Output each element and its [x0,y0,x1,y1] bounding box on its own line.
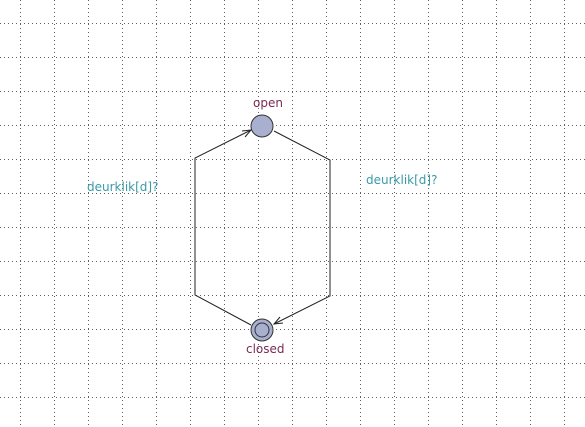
edge-open-to-closed[interactable] [273,130,331,325]
location-open[interactable]: open [250,96,283,138]
edge-closed-to-open[interactable] [194,129,252,326]
edge-open-to-closed-arrowhead [272,316,284,325]
edge-closed-to-open-arrowhead [241,129,253,138]
location-closed-name[interactable]: closed [246,342,285,356]
location-open-node[interactable] [250,114,274,138]
edge-open-to-closed-sync-label[interactable]: deurklik[d]? [366,173,437,187]
edge-closed-to-open-sync-label[interactable]: deurklik[d]? [87,180,158,194]
location-closed-node[interactable] [250,318,274,342]
location-closed[interactable]: closed [246,318,285,356]
location-open-name[interactable]: open [253,96,283,110]
initial-location-marker [254,322,270,338]
